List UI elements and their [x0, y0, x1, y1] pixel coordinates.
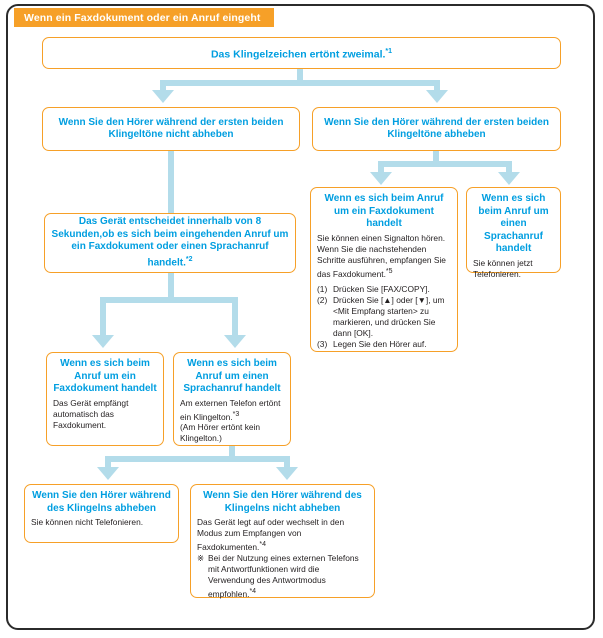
connector-decide-left-drop [100, 297, 106, 338]
node-fax-auto: Wenn es sich beim Anruf um ein Faxdokume… [46, 352, 164, 446]
connector-ring-stem [297, 69, 303, 84]
node-voice-now-heading: Wenn es sich beim Anruf um einen Spracha… [478, 193, 549, 254]
node-no-pickup-during-ring: Wenn Sie den Hörer während des Klingelns… [190, 484, 375, 599]
diagram-title-banner: Wenn ein Faxdokument oder ein Anruf eing… [14, 8, 274, 27]
connector-pickup-left-drop [378, 161, 384, 175]
node-fax-auto-body: Das Gerät empfängt automatisch das Faxdo… [53, 397, 129, 430]
connector-decide-bar [100, 297, 238, 303]
node-fax-manual: Wenn es sich beim Anruf um ein Faxdokume… [310, 187, 458, 352]
node-pickup-heading: Wenn Sie den Hörer während der ersten be… [324, 116, 549, 141]
node-no-pickup-during-ring-body: Das Gerät legt auf oder wechselt in den … [197, 517, 345, 552]
node-pickup-during-ring-heading: Wenn Sie den Hörer während des Klingelns… [32, 490, 171, 514]
step-number: (1) [317, 284, 328, 295]
node-fax-manual-heading: Wenn es sich beim Anruf um ein Faxdokume… [324, 193, 444, 229]
node-no-pickup-heading: Wenn Sie den Hörer während der ersten be… [58, 116, 284, 141]
connector-voice-ext-left-drop [105, 456, 111, 470]
arrow-to-pickup-ring-icon [97, 467, 119, 480]
step-number: (3) [317, 339, 328, 350]
node-no-pickup-during-ring-note: ※ Bei der Nutzung eines externen Telefon… [197, 552, 359, 599]
list-item: (1) Drücken Sie [FAX/COPY]. [317, 284, 451, 295]
node-fax-auto-heading: Wenn es sich beim Anruf um ein Faxdokume… [53, 358, 157, 394]
connector-decide-stem [168, 273, 174, 303]
step-text: Legen Sie den Hörer auf. [333, 339, 427, 350]
connector-voice-ext-right-drop [284, 456, 290, 470]
node-fax-manual-body: Sie können einen Signalton hören. Wenn S… [317, 232, 446, 279]
node-ring-twice-heading: Das Klingelzeichen ertönt zweimal.*1 [210, 47, 393, 61]
node-voice-now: Wenn es sich beim Anruf um einen Spracha… [466, 187, 561, 279]
arrow-to-voice-now-icon [498, 172, 520, 185]
connector-ring-right-drop [434, 80, 440, 93]
node-pickup: Wenn Sie den Hörer während der ersten be… [312, 107, 561, 151]
connector-pickup-right-drop [506, 161, 512, 175]
node-voice-now-body: Sie können jetzt Telefonieren. [473, 257, 533, 279]
arrow-to-pickup-icon [426, 90, 448, 103]
node-voice-external-heading: Wenn es sich beim Anruf um einen Spracha… [183, 358, 281, 394]
connector-pickup-bar [378, 161, 512, 167]
node-decide-8-seconds: Das Gerät entscheidet innerhalb von 8 Se… [44, 213, 296, 273]
note-marker-icon: ※ [197, 552, 205, 563]
node-ring-twice: Das Klingelzeichen ertönt zweimal.*1 [42, 37, 561, 69]
arrow-to-fax-manual-icon [370, 172, 392, 185]
list-item: (2) Drücken Sie [▲] oder [▼], um <Mit Em… [317, 295, 451, 339]
connector-voice-ext-bar [105, 456, 290, 462]
connector-voice-ext-stem [229, 446, 235, 462]
connector-ring-bar [160, 80, 440, 86]
arrow-to-fax-auto-icon [92, 335, 114, 348]
node-no-pickup-during-ring-heading: Wenn Sie den Hörer während des Klingelns… [203, 490, 362, 514]
diagram-title: Wenn ein Faxdokument oder ein Anruf eing… [24, 11, 261, 24]
node-fax-manual-steps: (1) Drücken Sie [FAX/COPY]. (2) Drücken … [317, 284, 451, 350]
connector-decide-right-drop [232, 297, 238, 338]
arrow-to-no-pickup-ring-icon [276, 467, 298, 480]
arrow-to-no-pickup-icon [152, 90, 174, 103]
node-pickup-during-ring: Wenn Sie den Hörer während des Klingelns… [24, 484, 179, 543]
step-text: Drücken Sie [FAX/COPY]. [333, 284, 430, 295]
connector-pickup-stem [433, 151, 439, 167]
step-text: Drücken Sie [▲] oder [▼], um <Mit Empfan… [333, 295, 445, 339]
node-voice-external-body: Am externen Telefon ertönt ein Klingelto… [180, 397, 281, 444]
node-voice-external: Wenn es sich beim Anruf um einen Spracha… [173, 352, 291, 446]
list-item: (3) Legen Sie den Hörer auf. [317, 339, 451, 350]
step-number: (2) [317, 295, 328, 306]
node-no-pickup: Wenn Sie den Hörer während der ersten be… [42, 107, 300, 151]
node-decide-8-seconds-heading: Das Gerät entscheidet innerhalb von 8 Se… [51, 216, 289, 269]
node-pickup-during-ring-body: Sie können nicht Telefonieren. [31, 517, 144, 527]
arrow-to-voice-ext-icon [224, 335, 246, 348]
connector-no-pickup-stem [168, 151, 174, 213]
connector-ring-left-drop [160, 80, 166, 93]
